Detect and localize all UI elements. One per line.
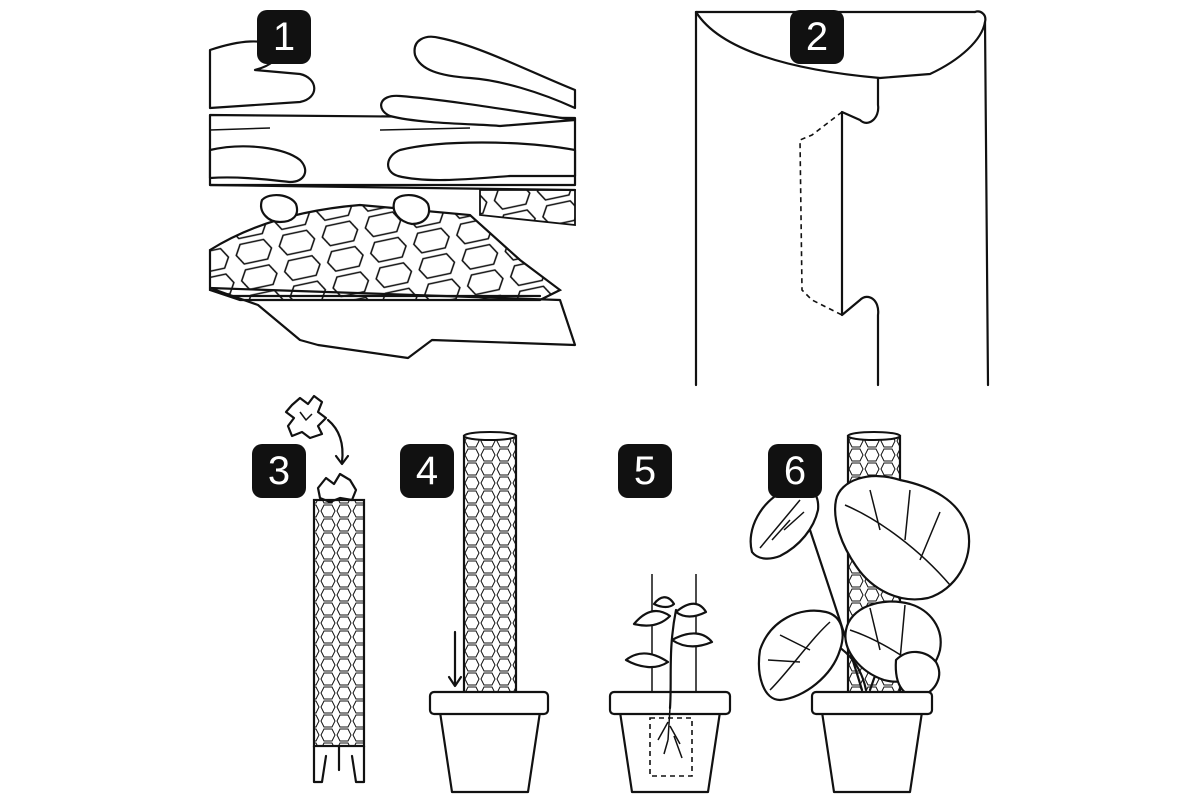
step-4-illustration (428, 431, 550, 794)
step-1-illustration (208, 35, 577, 360)
step-1-number: 1 (272, 15, 296, 59)
step-3-badge: 3 (252, 444, 306, 498)
step-4-number: 4 (415, 449, 439, 493)
step-5-number: 5 (633, 449, 657, 493)
step-6-illustration (749, 431, 971, 794)
step-6-number: 6 (783, 449, 807, 493)
step-2-number: 2 (805, 15, 829, 59)
step-2-illustration (694, 10, 990, 387)
step-1-badge: 1 (257, 10, 311, 64)
step-3-illustration (284, 394, 366, 784)
step-6-badge: 6 (768, 444, 822, 498)
step-3-number: 3 (267, 449, 291, 493)
step-4-badge: 4 (400, 444, 454, 498)
step-2-badge: 2 (790, 10, 844, 64)
step-5-illustration (608, 574, 732, 794)
step-5-badge: 5 (618, 444, 672, 498)
